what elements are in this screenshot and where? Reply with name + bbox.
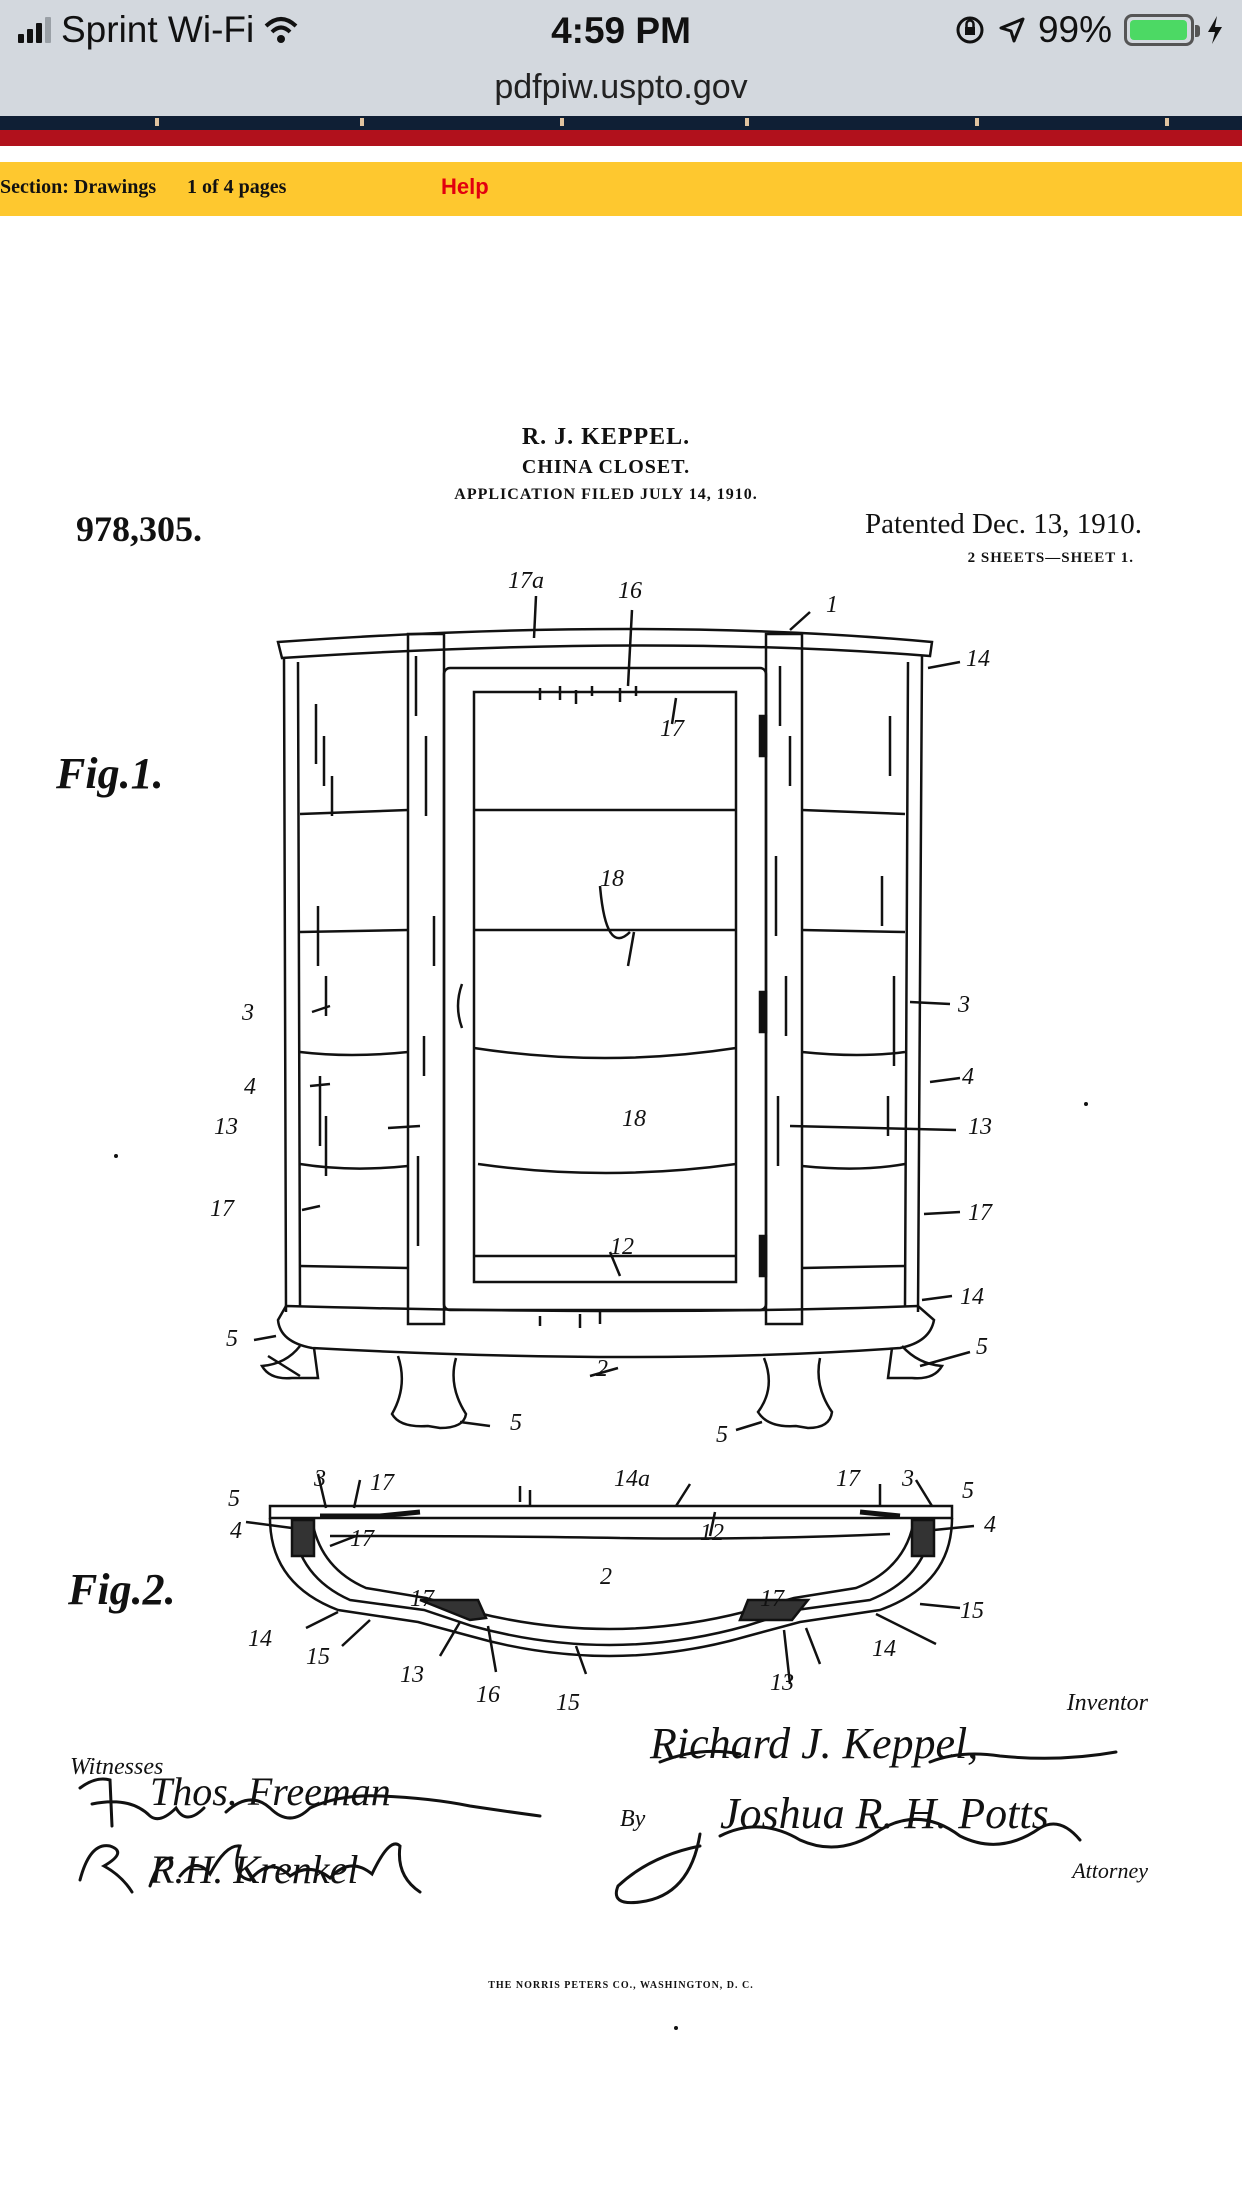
patent-drawing: R. J. KEPPEL. CHINA CLOSET. APPLICATION … (0, 216, 1242, 2208)
wifi-icon (264, 17, 298, 43)
fig2-label: 13 (770, 1670, 794, 1696)
fig1-label: 17 (210, 1196, 234, 1222)
fig1-label: 5 (976, 1334, 988, 1360)
fig2-label: 5 (228, 1486, 240, 1512)
fig2-label: 2 (600, 1564, 612, 1590)
witnesses-caption: Witnesses (70, 1754, 164, 1780)
patent-number: 978,305. (76, 509, 202, 549)
fig1-label: 13 (214, 1114, 238, 1140)
fig2-label: 17 (836, 1466, 860, 1492)
china-closet-drawing (78, 595, 1118, 2030)
fig2-label: 4 (984, 1512, 996, 1538)
printer-footer: THE NORRIS PETERS CO., WASHINGTON, D. C. (488, 1980, 754, 1991)
section-label: Section: Drawings (0, 176, 157, 198)
orientation-lock-icon (956, 16, 984, 44)
status-left: Sprint Wi-Fi (18, 9, 298, 50)
witness-signature-1 (78, 1777, 542, 1828)
viewer-nav-bar: Section: Drawings 1 of 4 pages Help (0, 162, 1242, 216)
fig-2-caption: Fig.2. (68, 1565, 176, 1614)
fig2-label: 14 (248, 1626, 272, 1652)
fig2-label: 12 (700, 1520, 724, 1546)
witness-signature-2 (78, 1842, 422, 1894)
fig2-label: 13 (400, 1662, 424, 1688)
sheet-count: 2 SHEETS—SHEET 1. (967, 550, 1134, 566)
inventor-signature-strokes (658, 1749, 1118, 1764)
fig-1-caption: Fig.1. (56, 749, 164, 798)
header-gap (0, 146, 1242, 162)
carrier-label: Sprint Wi-Fi (61, 9, 255, 50)
fig1-label: 18 (622, 1106, 646, 1132)
fig1-label: 3 (958, 992, 970, 1018)
status-bar: Sprint Wi-Fi 4:59 PM 99% (0, 0, 1242, 62)
battery-icon (1124, 14, 1200, 46)
fig1-label: 3 (242, 1000, 254, 1026)
fig2-label: 17 (370, 1470, 394, 1496)
fig1-label: 5 (716, 1422, 728, 1448)
fig2-label: 17 (410, 1586, 434, 1612)
fig1-label: 17 (660, 716, 684, 742)
attorney-signature: Joshua R. H. Potts (720, 1789, 1049, 1838)
signal-icon (18, 17, 51, 43)
fig2-label: 3 (314, 1466, 326, 1492)
fig1-label: 5 (510, 1410, 522, 1436)
fig1-label: 16 (618, 578, 642, 604)
fig1-label: 12 (610, 1234, 634, 1260)
fig1-label: 17 (968, 1200, 992, 1226)
url-bar[interactable]: pdfpiw.uspto.gov (0, 62, 1242, 116)
help-link[interactable]: Help (441, 174, 489, 199)
witness-name-2: R.H. Krenkel (150, 1847, 359, 1892)
fig2-label: 15 (960, 1598, 984, 1624)
fig2-label: 15 (556, 1690, 580, 1716)
fig1-label: 13 (968, 1114, 992, 1140)
attorney-signature-strokes (614, 1817, 1082, 1905)
patent-inventor-name: R. J. KEPPEL. (521, 424, 691, 450)
fig1-label: 4 (962, 1064, 974, 1090)
header-stripe (0, 130, 1242, 146)
fig2-label: 16 (476, 1682, 500, 1708)
fig2-label: 4 (230, 1518, 242, 1544)
fig1-label: 5 (226, 1326, 238, 1352)
patent-date: Patented Dec. 13, 1910. (864, 508, 1142, 540)
fig2-label: 15 (306, 1644, 330, 1670)
fig1-label: 2 (596, 1356, 608, 1382)
page-count: 1 of 4 pages (187, 176, 287, 198)
location-icon (999, 17, 1025, 43)
witness-name-1: Thos. Freeman (150, 1769, 391, 1814)
inventor-signature: Richard J. Keppel, (650, 1719, 979, 1768)
clock: 4:59 PM (551, 10, 691, 51)
inventor-caption: Inventor (1066, 1690, 1148, 1716)
fig2-label: 17 (760, 1586, 784, 1612)
fig1-label: 1 (826, 592, 838, 618)
charging-icon (1208, 16, 1222, 44)
fig2-label: 3 (902, 1466, 914, 1492)
fig1-label: 4 (244, 1074, 256, 1100)
fig2-label: 5 (962, 1478, 974, 1504)
fig2-label: 14 (872, 1636, 896, 1662)
battery-percent: 99% (1037, 9, 1112, 50)
fig1-label: 14 (966, 646, 990, 672)
patent-title: CHINA CLOSET. (521, 456, 691, 478)
fig1-label: 18 (600, 866, 624, 892)
fig2-label: 14a (614, 1466, 650, 1492)
by-caption: By (620, 1806, 646, 1832)
application-filed: APPLICATION FILED JULY 14, 1910. (454, 486, 758, 503)
fig1-label: 17a (508, 568, 544, 594)
fig2-label: 17 (350, 1526, 374, 1552)
attorney-caption: Attorney (1072, 1858, 1148, 1883)
status-right: 99% (954, 9, 1224, 50)
fig1-label: 14 (960, 1284, 984, 1310)
